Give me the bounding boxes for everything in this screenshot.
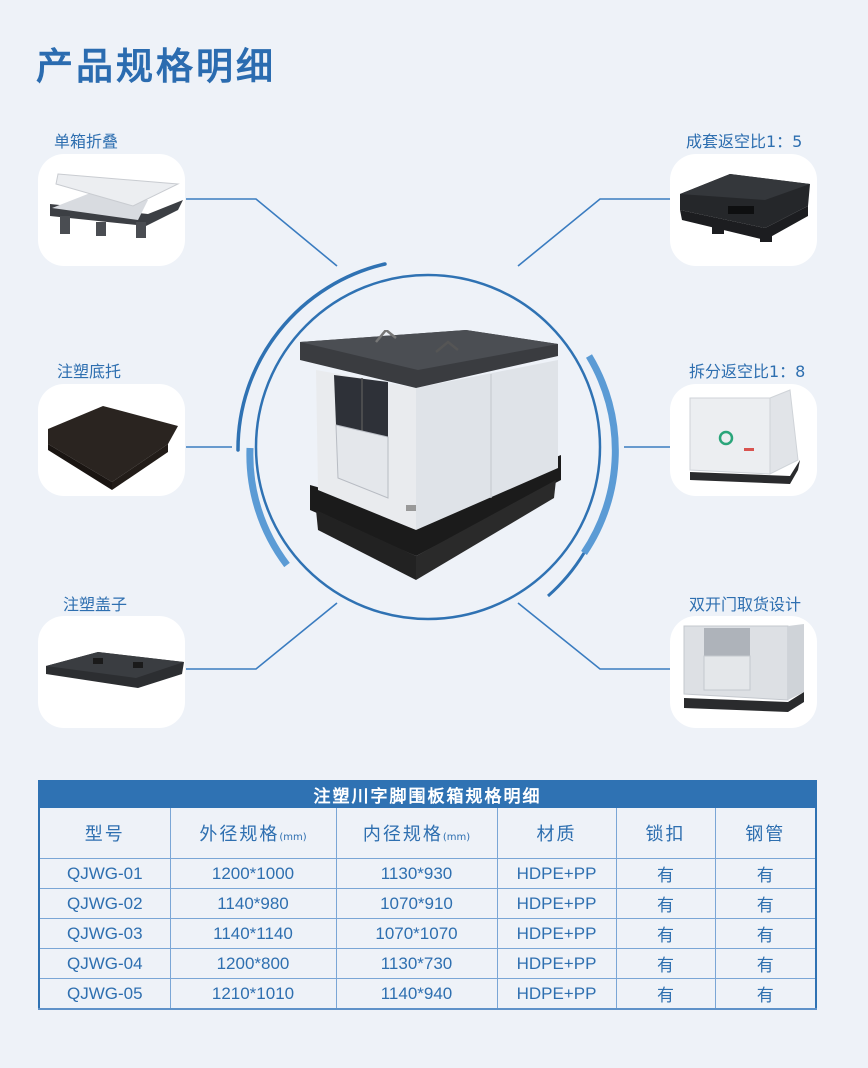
cell-steel: 有 <box>714 918 817 949</box>
cell-inner: 1070*1070 <box>335 918 498 949</box>
cell-model: QJWG-03 <box>38 918 171 949</box>
cell-lock: 有 <box>615 978 716 1010</box>
feature-label-molded-lid: 注塑盖子 <box>63 595 128 614</box>
feature-label-split-return-ratio: 拆分返空比1：8 <box>689 362 806 381</box>
lid-image <box>46 652 184 688</box>
col-header-lock: 锁扣 <box>615 807 716 859</box>
cell-outer: 1140*980 <box>169 888 337 919</box>
connector-lines <box>186 198 670 670</box>
cell-steel: 有 <box>714 978 817 1010</box>
cell-material: HDPE+PP <box>496 918 617 949</box>
table-header-row: 型号 外径规格(mm) 内径规格(mm) 材质 锁扣 钢管 <box>38 807 817 859</box>
cell-inner: 1130*730 <box>335 948 498 979</box>
cell-lock: 有 <box>615 918 716 949</box>
page-title: 产品规格明细 <box>36 45 276 88</box>
table-row: QJWG-03 1140*1140 1070*1070 HDPE+PP 有 有 <box>38 918 817 949</box>
feature-label-single-fold: 单箱折叠 <box>54 132 119 151</box>
cell-outer: 1140*1140 <box>169 918 337 949</box>
cell-material: HDPE+PP <box>496 978 617 1010</box>
cell-lock: 有 <box>615 948 716 979</box>
folded-box-image <box>50 173 183 238</box>
double-door-box-image <box>683 624 804 712</box>
cell-outer: 1210*1010 <box>169 978 337 1010</box>
feature-card-set-return-ratio <box>670 154 817 266</box>
col-header-inner-size: 内径规格(mm) <box>335 807 498 859</box>
cell-inner: 1140*940 <box>335 978 498 1010</box>
cell-material: HDPE+PP <box>496 948 617 979</box>
table-row: QJWG-04 1200*800 1130*730 HDPE+PP 有 有 <box>38 948 817 979</box>
cell-inner: 1070*910 <box>335 888 498 919</box>
feature-label-molded-base: 注塑底托 <box>57 362 122 381</box>
cell-lock: 有 <box>615 858 716 889</box>
cell-outer: 1200*1000 <box>169 858 337 889</box>
pallet-base-image <box>48 406 178 490</box>
cell-material: HDPE+PP <box>496 888 617 919</box>
cell-steel: 有 <box>714 948 817 979</box>
feature-label-double-door: 双开门取货设计 <box>689 595 802 614</box>
cell-model: QJWG-01 <box>38 858 171 889</box>
table-caption: 注塑川字脚围板箱规格明细 <box>38 780 817 808</box>
cell-material: HDPE+PP <box>496 858 617 889</box>
sleeve-box-image <box>689 389 800 484</box>
col-header-outer-size: 外径规格(mm) <box>169 807 337 859</box>
cell-steel: 有 <box>714 858 817 889</box>
feature-card-molded-base <box>38 384 185 496</box>
feature-card-molded-lid <box>38 616 185 728</box>
center-product-image <box>300 330 561 580</box>
feature-card-split-return-ratio <box>670 384 817 496</box>
cell-model: QJWG-05 <box>38 978 171 1010</box>
center-circle <box>254 273 602 621</box>
cell-inner: 1130*930 <box>335 858 498 889</box>
col-header-material: 材质 <box>496 807 617 859</box>
table-row: QJWG-01 1200*1000 1130*930 HDPE+PP 有 有 <box>38 858 817 889</box>
table-row: QJWG-05 1210*1010 1140*940 HDPE+PP 有 有 <box>38 978 817 1010</box>
spec-table: 注塑川字脚围板箱规格明细 型号 外径规格(mm) 内径规格(mm) 材质 锁扣 … <box>38 780 818 1010</box>
col-header-steel-pipe: 钢管 <box>714 807 817 859</box>
cell-outer: 1200*800 <box>169 948 337 979</box>
cell-steel: 有 <box>714 888 817 919</box>
cell-model: QJWG-02 <box>38 888 171 919</box>
stacked-set-image <box>680 174 810 242</box>
col-header-model: 型号 <box>38 807 171 859</box>
feature-label-set-return-ratio: 成套返空比1：5 <box>686 132 803 151</box>
table-row: QJWG-02 1140*980 1070*910 HDPE+PP 有 有 <box>38 888 817 919</box>
feature-diagram <box>186 198 670 670</box>
cell-lock: 有 <box>615 888 716 919</box>
feature-card-single-fold <box>38 154 185 266</box>
cell-model: QJWG-04 <box>38 948 171 979</box>
feature-card-double-door <box>670 616 817 728</box>
